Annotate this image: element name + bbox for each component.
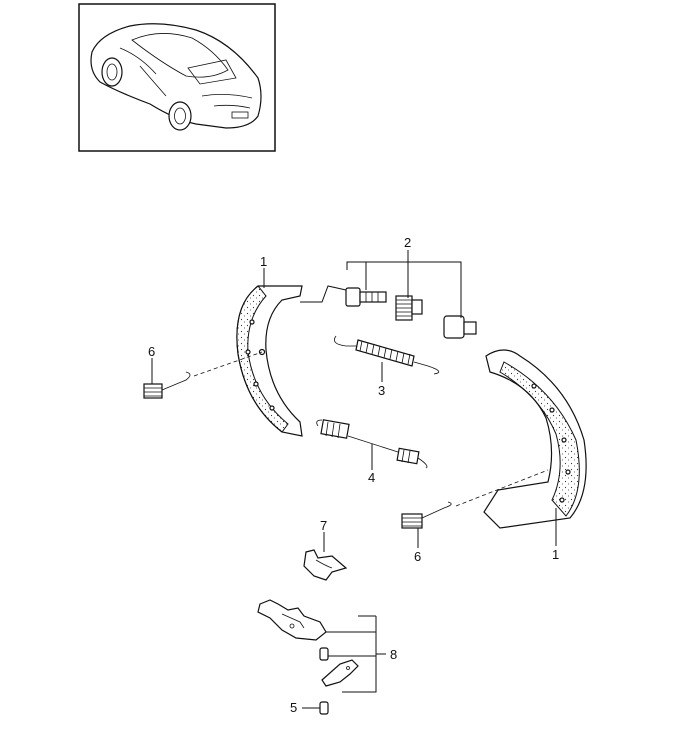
lever-pin	[319, 647, 329, 661]
callout-7: 7	[320, 518, 327, 533]
brake-shoe-left	[236, 285, 303, 437]
adjuster-sleeve	[443, 315, 477, 339]
callout-1-right: 1	[552, 547, 559, 562]
hold-down-spring-right	[401, 469, 549, 529]
bracket-2	[346, 261, 462, 270]
callout-6-right: 6	[414, 549, 421, 564]
adjuster-gear	[395, 295, 423, 321]
clip-7	[303, 549, 348, 581]
license-plate	[231, 111, 249, 119]
adjuster-lever	[257, 599, 327, 641]
adjuster-screw	[345, 287, 387, 307]
callout-1-left: 1	[260, 254, 267, 269]
small-pin-5	[319, 701, 329, 715]
car-illustration	[90, 23, 262, 131]
callout-2: 2	[404, 235, 411, 250]
rear-wheel	[168, 101, 192, 131]
hold-down-spring-left	[143, 351, 263, 399]
car-thumbnail	[78, 3, 276, 152]
callout-6-left: 6	[148, 344, 155, 359]
front-wheel	[101, 57, 123, 87]
callout-5: 5	[290, 700, 297, 715]
lower-spring	[316, 419, 428, 469]
bracket-8	[326, 631, 377, 693]
callout-3: 3	[378, 383, 385, 398]
leader-shoe-adjuster	[300, 285, 347, 303]
lever-pawl	[321, 659, 359, 687]
callout-8: 8	[390, 647, 397, 662]
brake-shoe-right	[483, 349, 587, 529]
callout-4: 4	[368, 470, 375, 485]
return-spring-upper	[333, 335, 440, 375]
